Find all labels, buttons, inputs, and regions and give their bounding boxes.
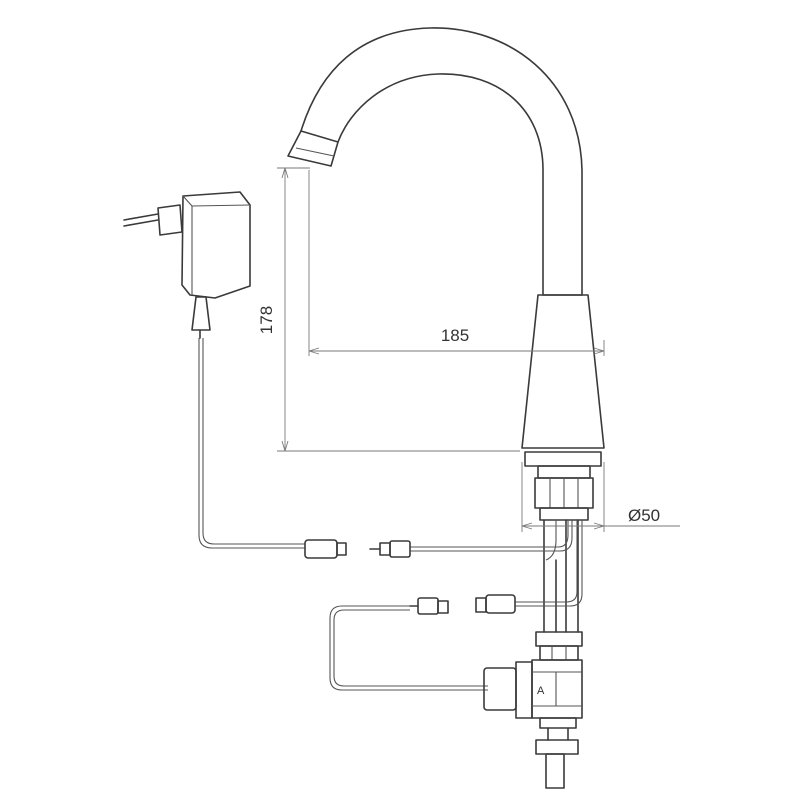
supply-pipes [543, 519, 579, 633]
height-label: 178 [257, 306, 276, 334]
faucet-body [521, 294, 605, 449]
reach-dimension: 185 [308, 170, 605, 356]
connector-lower-right [475, 594, 516, 614]
height-dimension: 178 [257, 167, 520, 452]
spout-aerator [287, 130, 339, 167]
solenoid-valve: A [483, 631, 583, 789]
reach-label: 185 [441, 326, 469, 345]
mounting-base [524, 451, 602, 561]
diameter-label: Ø50 [628, 506, 660, 525]
spout [287, 27, 583, 296]
connector-upper-left [304, 539, 347, 559]
cables [198, 338, 583, 691]
valve-marking: A [537, 685, 545, 697]
connector-upper-right [369, 540, 411, 558]
connector-lower-left [409, 597, 449, 615]
diameter-dimension: Ø50 [521, 462, 680, 532]
power-adapter [123, 191, 251, 339]
